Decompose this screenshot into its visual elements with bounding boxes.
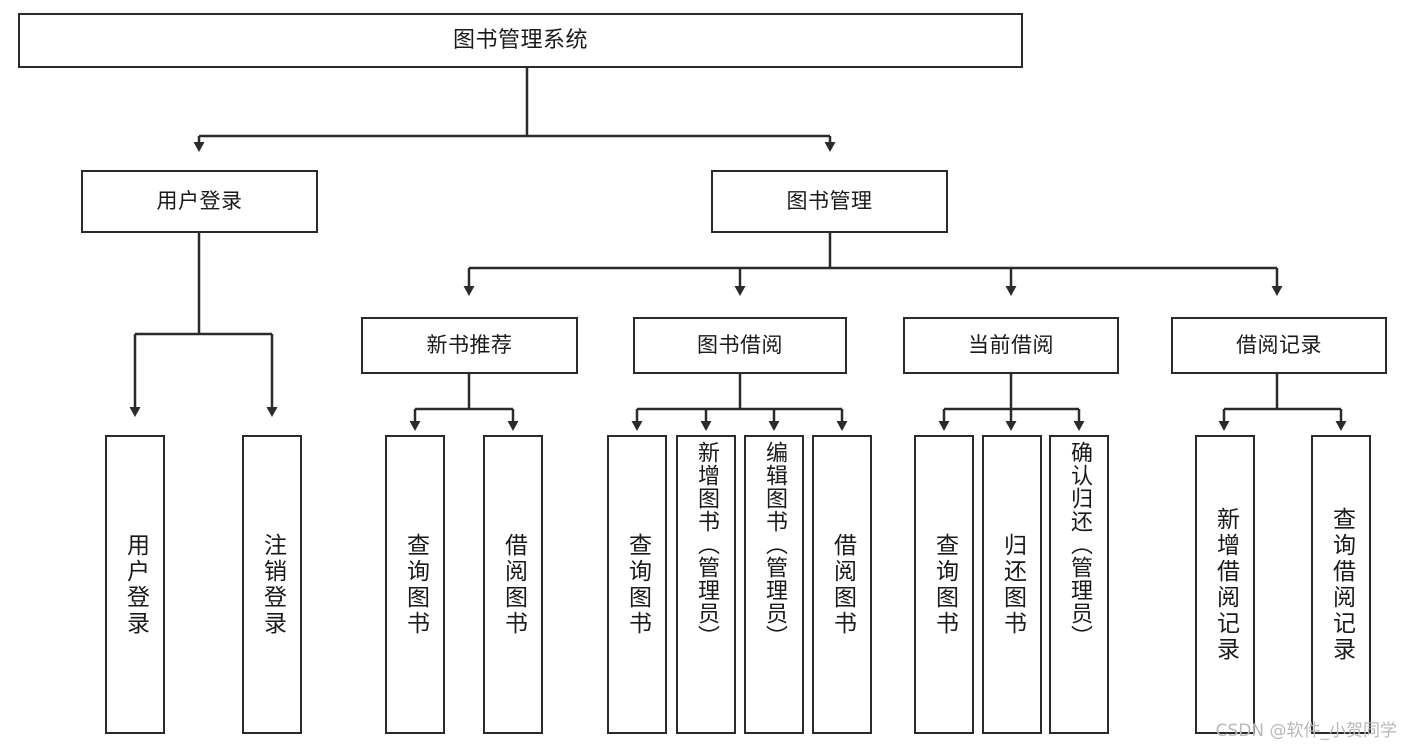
node-label: 新增图书（管理员） — [694, 441, 719, 648]
node-leaf-confirm-return-admin[interactable]: 确认归还（管理员） — [1049, 435, 1109, 734]
node-user-login[interactable]: 用户登录 — [81, 170, 318, 233]
node-label: 用户登录 — [122, 532, 149, 637]
node-label: 新增借阅记录 — [1212, 506, 1239, 663]
node-leaf-query-book-recommend[interactable]: 查询图书 — [385, 435, 445, 734]
node-label: 用户登录 — [156, 189, 243, 214]
node-label: 借阅记录 — [1236, 333, 1322, 358]
node-leaf-user-logout[interactable]: 注销登录 — [242, 435, 302, 734]
node-current-borrow[interactable]: 当前借阅 — [903, 317, 1119, 374]
node-leaf-borrow-book-borrow[interactable]: 借阅图书 — [812, 435, 872, 734]
node-label: 图书借阅 — [697, 333, 783, 358]
node-leaf-return-book[interactable]: 归还图书 — [982, 435, 1042, 734]
node-leaf-borrow-book-recommend[interactable]: 借阅图书 — [483, 435, 543, 734]
node-leaf-add-borrow-record[interactable]: 新增借阅记录 — [1195, 435, 1255, 734]
node-book-borrow[interactable]: 图书借阅 — [633, 317, 847, 374]
node-label: 归还图书 — [999, 532, 1026, 637]
node-label: 查询图书 — [931, 532, 958, 637]
node-leaf-query-borrow-record[interactable]: 查询借阅记录 — [1311, 435, 1371, 734]
node-label: 图书管理系统 — [452, 27, 588, 53]
node-book-management[interactable]: 图书管理 — [711, 170, 948, 233]
node-label: 查询图书 — [402, 532, 429, 637]
node-leaf-add-book-admin[interactable]: 新增图书（管理员） — [676, 435, 736, 734]
csdn-watermark: CSDN @软件_小贺同学 — [1215, 721, 1397, 741]
node-leaf-user-login[interactable]: 用户登录 — [105, 435, 165, 734]
node-leaf-query-book-current[interactable]: 查询图书 — [914, 435, 974, 734]
node-label: 编辑图书（管理员） — [762, 441, 787, 648]
node-label: 查询图书 — [624, 532, 651, 637]
node-label: 新书推荐 — [426, 333, 513, 358]
node-leaf-query-book-borrow[interactable]: 查询图书 — [607, 435, 667, 734]
node-new-book-recommend[interactable]: 新书推荐 — [361, 317, 578, 374]
node-label: 图书管理 — [786, 189, 873, 214]
node-leaf-edit-book-admin[interactable]: 编辑图书（管理员） — [744, 435, 804, 734]
node-borrow-record[interactable]: 借阅记录 — [1171, 317, 1387, 374]
node-label: 借阅图书 — [500, 532, 527, 637]
node-label: 当前借阅 — [968, 333, 1054, 358]
node-root-book-management-system[interactable]: 图书管理系统 — [18, 13, 1023, 68]
node-label: 借阅图书 — [829, 532, 856, 637]
node-label: 查询借阅记录 — [1328, 506, 1355, 663]
node-label: 确认归还（管理员） — [1067, 441, 1092, 648]
node-label: 注销登录 — [259, 532, 286, 637]
